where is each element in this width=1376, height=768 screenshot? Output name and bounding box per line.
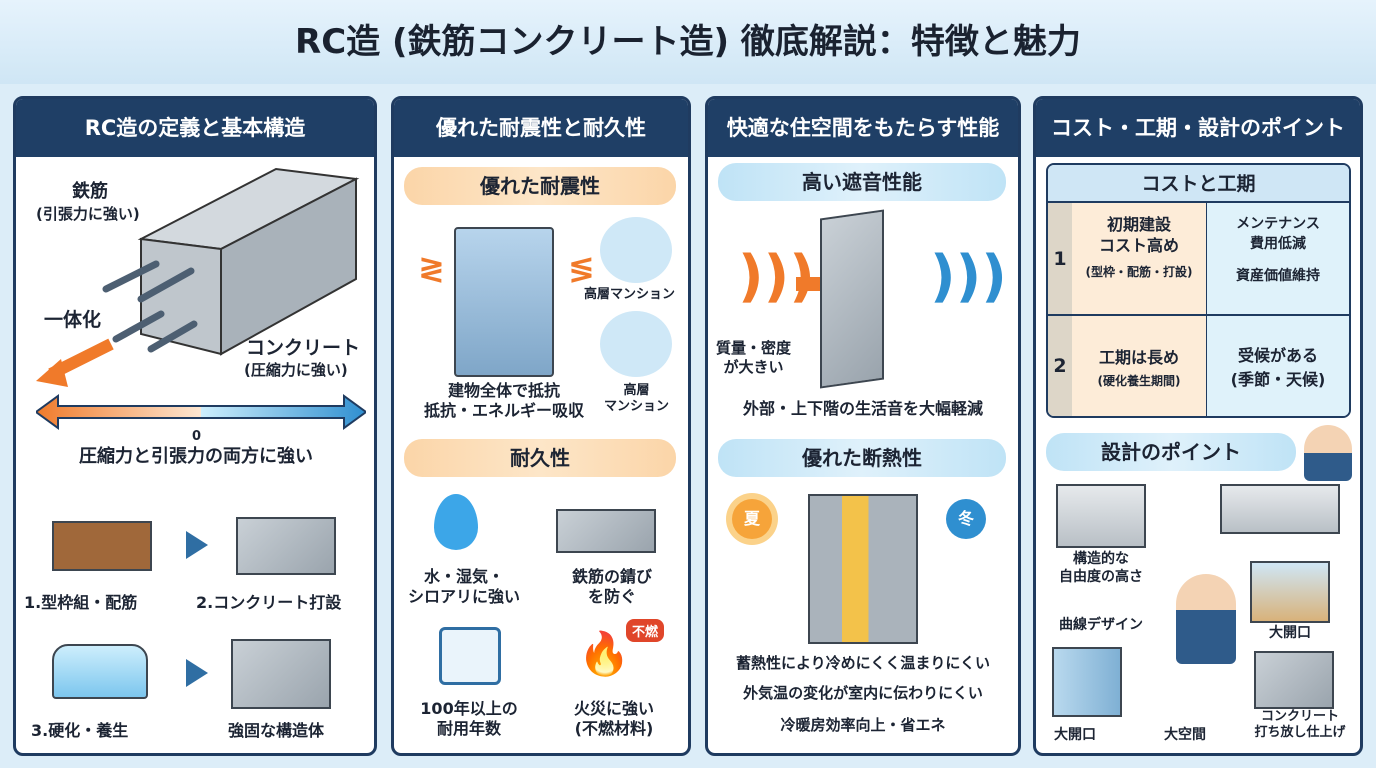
panel-header: RC造の定義と基本構造 [16, 99, 374, 157]
step-3: 3.硬化・養生 [31, 721, 129, 740]
panel-header: 快適な住空間をもたらす性能 [708, 99, 1018, 157]
durability-title: 耐久性 [404, 439, 676, 477]
pouring-icon [236, 517, 336, 575]
tower-icon [600, 217, 672, 283]
insulation-line-2: 外気温の変化が室内に伝わりにくい [743, 684, 983, 702]
row-left-note: (硬化養生期間) [1097, 374, 1181, 388]
calendar-icon [439, 627, 501, 685]
design-label-3: 大開口 [1269, 625, 1311, 641]
design-label-1: 構造的な 自由度の高さ [1059, 551, 1143, 585]
insulation-line-1: 蓄熱性により冷めにくく温まりにくい [735, 654, 991, 672]
sound-title: 高い遮音性能 [718, 163, 1006, 201]
design-title: 設計のポイント [1046, 433, 1296, 471]
seismic-caption: 建物全体で抵抗 抵抗・エネルギー吸収 [423, 381, 584, 420]
panel-seismic-durability: 優れた耐震性と耐久性 優れた耐震性 ≷ ≶ 高層マンション 高層 マンション 建… [391, 96, 691, 756]
unify-label: 一体化 [44, 309, 102, 331]
sound-caption: 外部・上下階の生活音を大幅軽減 [742, 399, 983, 418]
summer-icon: 夏 [732, 499, 772, 539]
design-label-5: 大空間 [1164, 727, 1206, 743]
page-title: RC造 (鉄筋コンクリート造) 徹底解説：特徴と魅力 [0, 0, 1376, 84]
arrow-icon [186, 659, 208, 687]
axis-zero: 0 [192, 429, 202, 444]
design-label-2: 曲線デザイン [1059, 617, 1143, 633]
durability-item-1: 水・湿気・ シロアリに強い [407, 567, 520, 606]
row-right-item: 受候がある (季節・天候) [1207, 316, 1349, 416]
advisor-avatar [1304, 425, 1352, 481]
tower-label-1: 高層マンション [584, 287, 676, 302]
step-4: 強固な構造体 [228, 721, 325, 740]
rebar-block-icon [556, 509, 656, 553]
row-left-note: (型枠・配筋・打設) [1085, 264, 1193, 279]
fireproof-badge: 不燃 [626, 619, 665, 642]
rebar-label: 鉄筋 [72, 181, 108, 202]
sound-wave-icon: ))) [738, 244, 815, 309]
cost-row: 2 工期は長め (硬化養生期間) 受候がある (季節・天候) [1048, 316, 1349, 416]
winter-icon: 冬 [946, 499, 986, 539]
row-number: 2 [1048, 316, 1072, 416]
row-right-item: メンテナンス 費用低減 [1236, 216, 1320, 252]
fire-icon: 🔥 [578, 629, 631, 678]
row-number: 1 [1048, 203, 1072, 314]
seismic-title: 優れた耐震性 [404, 167, 676, 205]
curved-glass-icon [1052, 647, 1122, 717]
axis-caption: 圧縮力と引張力の両方に強い [79, 446, 313, 467]
row-left-main: 初期建設 コスト高め [1098, 215, 1179, 255]
shake-icon: ≷ [418, 249, 445, 287]
panel-header: コスト・工期・設計のポイント [1036, 99, 1360, 157]
step-2: 2.コンクリート打設 [196, 593, 342, 612]
cost-row: 1 初期建設 コスト高め (型枠・配筋・打設) メンテナンス 費用低減 資産価値… [1048, 203, 1349, 316]
rebar-note: (引張力に強い) [36, 205, 140, 223]
panel-comfort: 快適な住空間をもたらす性能 高い遮音性能 ))) ))) 質量・密度 が大きい … [705, 96, 1021, 756]
durability-item-4: 火災に強い (不燃材料) [573, 699, 654, 738]
house-icon [1056, 484, 1146, 548]
insulation-title: 優れた断熱性 [718, 439, 1006, 477]
arrow-icon [186, 531, 208, 559]
water-drop-icon [434, 494, 478, 550]
step-1: 1.型枠組・配筋 [24, 593, 138, 612]
rc-beam-illustration [36, 167, 360, 387]
large-opening-icon [1250, 561, 1330, 623]
concrete-label: コンクリート [246, 337, 361, 359]
curing-icon [52, 644, 148, 699]
modern-house-icon [1220, 484, 1340, 534]
architect-figure [1176, 574, 1236, 664]
concrete-note: (圧縮力に強い) [244, 361, 348, 379]
shake-icon: ≶ [568, 249, 595, 287]
cost-table-title: コストと工期 [1048, 165, 1349, 203]
wall-icon [820, 209, 884, 389]
panel-cost-design: コスト・工期・設計のポイント コストと工期 1 初期建設 コスト高め (型枠・配… [1033, 96, 1363, 756]
structure-icon [231, 639, 331, 709]
row-left-main: 工期は長め [1098, 348, 1179, 367]
formwork-icon [52, 521, 152, 571]
mass-label: 質量・密度 が大きい [716, 339, 792, 376]
panel-rc-definition: RC造の定義と基本構造 鉄筋 (引張力に強い) 一体化 コンクリート (圧縮力に… [13, 96, 377, 756]
durability-item-2: 鉄筋の錆び を防ぐ [571, 567, 652, 606]
durability-item-3: 100年以上の 耐用年数 [420, 699, 518, 738]
insulation-line-3: 冷暖房効率向上・省エネ [780, 716, 946, 734]
row-right-item: 資産価値維持 [1236, 268, 1320, 284]
force-axis [36, 394, 366, 430]
exposed-concrete-icon [1254, 651, 1334, 709]
panel-header: 優れた耐震性と耐久性 [394, 99, 688, 157]
tower-label-2: 高層 マンション [604, 383, 670, 415]
building-icon [454, 227, 554, 377]
cost-table: コストと工期 1 初期建設 コスト高め (型枠・配筋・打設) メンテナンス 費用… [1046, 163, 1351, 418]
tower-icon [600, 311, 672, 377]
sound-wave-icon: ))) [930, 244, 1007, 309]
insulation-wall-icon [808, 494, 918, 644]
design-label-4: 大開口 [1054, 727, 1096, 743]
design-label-6: コンクリート 打ち放し仕上げ [1254, 709, 1346, 741]
